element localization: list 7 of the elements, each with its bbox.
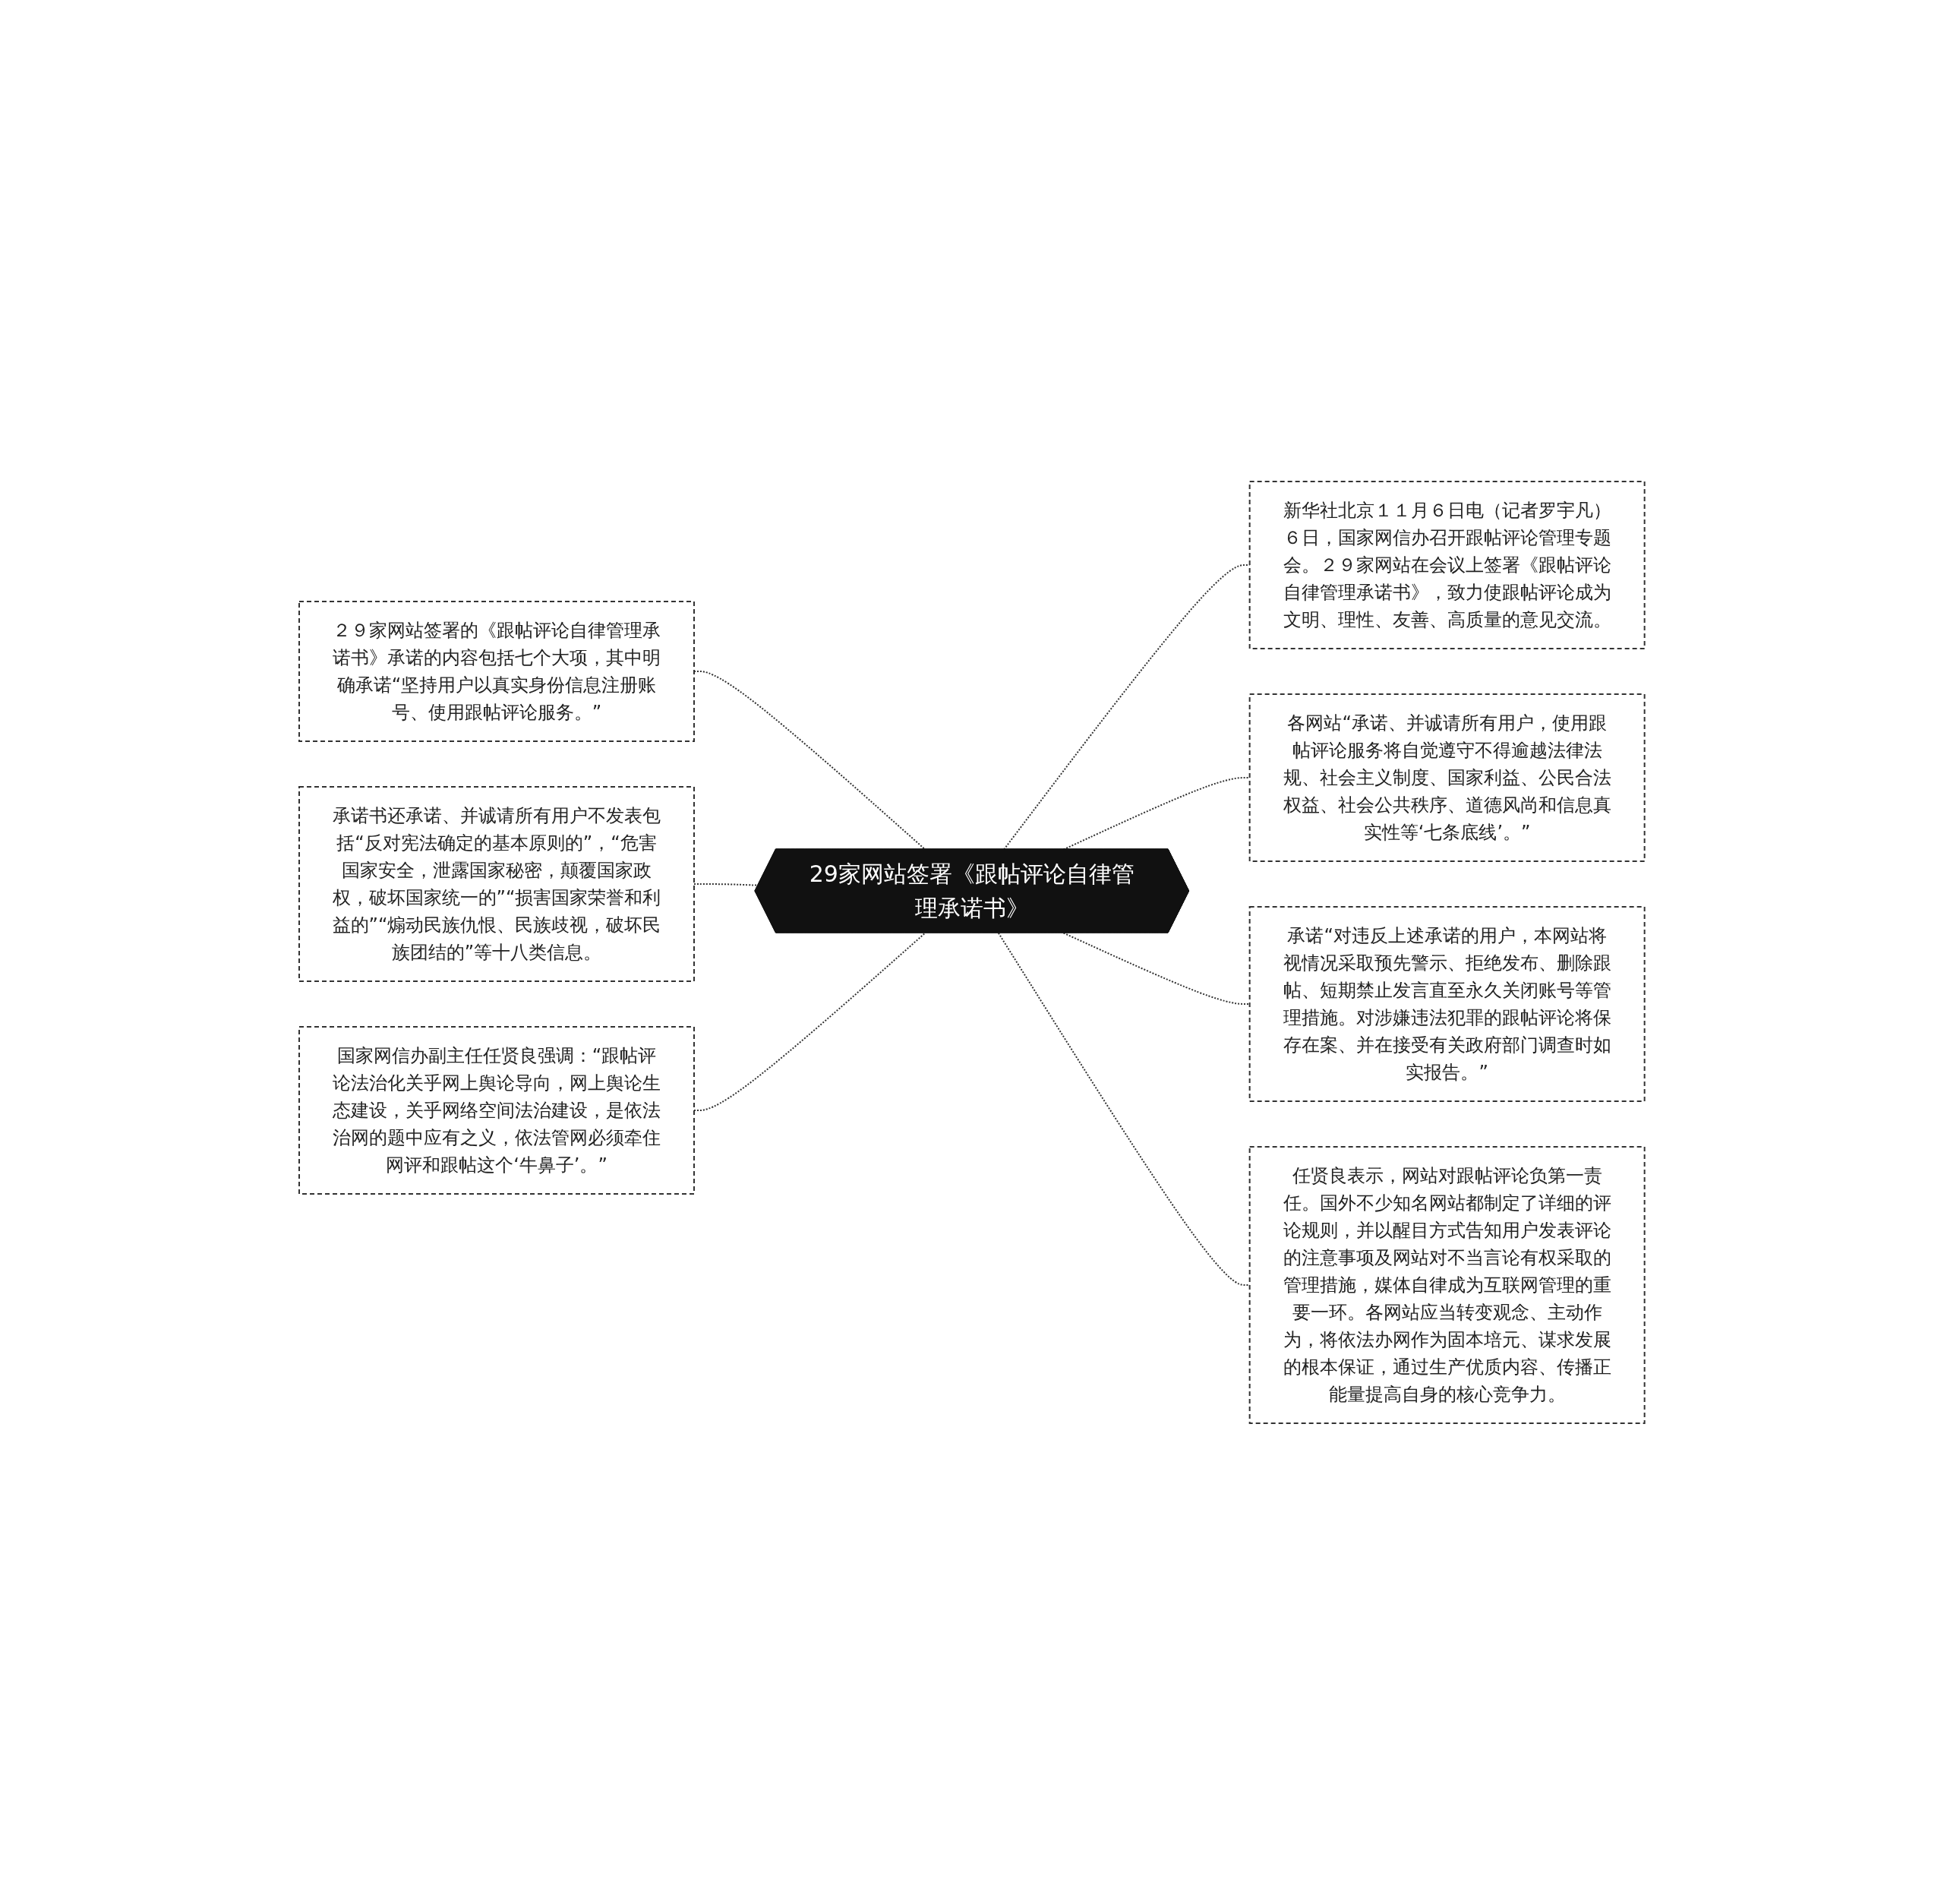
node-box: 任贤良表示，网站对跟帖评论负第一责任。国外不少知名网站都制定了详细的评论规则，并以醒目方式告知用户发表评论的注意事项及网站对不当言论有权采取的管理措施，媒体自律成为互联网管理的重要一环。各网站应当转变观念、主动作为，将依法办网作为固本培元、谋求发展的根本保证，通过生产优质内容、传播正能量提高自身的核心竞争力。 xyxy=(1248,1145,1646,1424)
node-box: 国家网信办副主任任贤良强调：“跟帖评论法治化关乎网上舆论导向，网上舆论生态建设，关乎网络空间法治建设，是依法治网的题中应有之义，依法管网必须牵住网评和跟帖这个‘牛鼻子’。” xyxy=(298,1025,696,1195)
node-box: ２９家网站签署的《跟帖评论自律管理承诺书》承诺的内容包括七个大项，其中明确承诺“坚持用户以真实身份信息注册账号、使用跟帖评论服务。” xyxy=(298,600,696,742)
node-box: 新华社北京１１月６日电（记者罗宇凡）６日，国家网信办召开跟帖评论管理专题会。２９家网站在会议上签署《跟帖评论自律管理承诺书》，致力使跟帖评论成为文明、理性、友善、高质量的意见交流。 xyxy=(1248,480,1646,649)
node-box: 各网站“承诺、并诚请所有用户，使用跟帖评论服务将自觉遵守不得逾越法律法规、社会主义制度、国家利益、公民合法权益、社会公共秩序、道德风尚和信息真实性等‘七条底线’。” xyxy=(1248,693,1646,862)
node-box: 承诺“对违反上述承诺的用户，本网站将视情况采取预先警示、拒绝发布、删除跟帖、短期禁止发言直至永久关闭账号等管理措施。对涉嫌违法犯罪的跟帖评论将保存在案、并在接受有关政府部门调查时如实报告。” xyxy=(1248,905,1646,1102)
node-box: 承诺书还承诺、并诚请所有用户不发表包括“反对宪法确定的基本原则的”，“危害国家安全，泄露国家秘密，颠覆国家政权，破坏国家统一的”“损害国家荣誉和利益的”“煽动民族仇恨、民族歧视，破坏民族团结的”等十八类信息。 xyxy=(298,785,696,982)
